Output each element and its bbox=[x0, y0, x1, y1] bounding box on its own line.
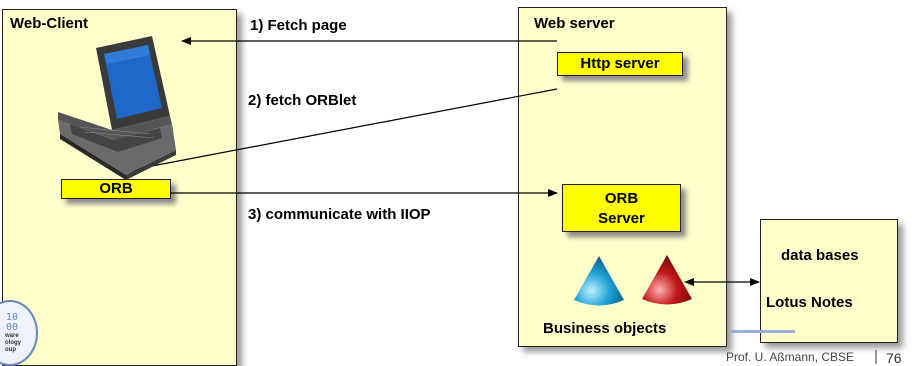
fetch-page-label: 1) Fetch page bbox=[250, 17, 347, 34]
orb-client-label: ORB bbox=[99, 180, 133, 197]
footer-author: Prof. U. Aßmann, CBSE bbox=[726, 350, 855, 364]
web-server-title: Web server bbox=[534, 15, 615, 32]
footer-page-number: 76 bbox=[886, 350, 902, 366]
lotus-notes-label: Lotus Notes bbox=[766, 294, 853, 311]
laptop-icon bbox=[58, 36, 176, 180]
blue-cone-icon bbox=[574, 256, 624, 306]
orb-client-box: ORB bbox=[61, 179, 171, 199]
logo-text-2: ology bbox=[5, 340, 21, 346]
logo-text-1: ware bbox=[5, 333, 19, 339]
fetch-orblet-arrow bbox=[130, 88, 558, 173]
footer-accent-bar bbox=[730, 330, 795, 333]
business-objects-label: Business objects bbox=[543, 320, 667, 337]
datastore-panel bbox=[760, 219, 898, 343]
logo-digits-top: 10 bbox=[6, 312, 19, 323]
orb-server-box: ORB Server bbox=[562, 184, 681, 232]
web-client-title: Web-Client bbox=[10, 15, 89, 32]
red-cone-icon bbox=[642, 255, 692, 305]
communicate-iiop-label: 3) communicate with IIOP bbox=[248, 206, 431, 223]
http-server-label: Http server bbox=[580, 55, 660, 72]
fetch-orblet-label: 2) fetch ORBlet bbox=[248, 92, 357, 109]
databases-label: data bases bbox=[781, 247, 859, 264]
orb-server-label-line1: ORB bbox=[604, 190, 639, 207]
logo-text-3: oup bbox=[5, 347, 16, 353]
logo-digits-bottom: 00 bbox=[6, 322, 19, 333]
orb-server-label-line2: Server bbox=[598, 210, 645, 227]
http-server-box: Http server bbox=[557, 52, 683, 76]
